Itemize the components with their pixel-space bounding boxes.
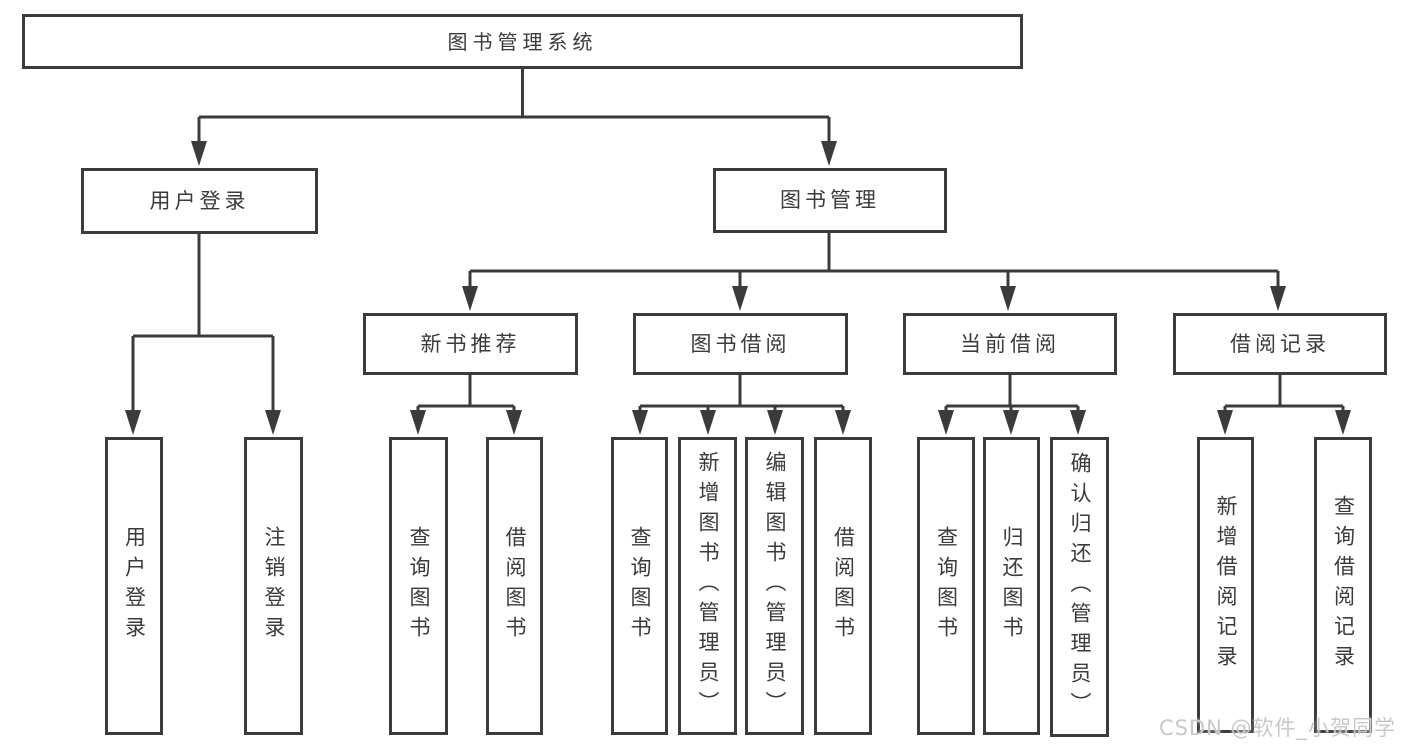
node-user-login: 用户登录 bbox=[81, 168, 318, 234]
leaf-logout: 注销登录 bbox=[244, 437, 303, 735]
leaf-label: 查询借阅记录 bbox=[1331, 495, 1356, 675]
leaf-add-borrow-record: 新增借阅记录 bbox=[1197, 437, 1254, 733]
node-new-book-recommendation: 新书推荐 bbox=[363, 313, 578, 375]
leaf-label: 新增借阅记录 bbox=[1214, 495, 1238, 675]
leaf-label: 借阅图书 bbox=[831, 526, 856, 646]
leaf-label: 确认归还（管理员） bbox=[1068, 452, 1092, 722]
node-label: 借阅记录 bbox=[1230, 331, 1330, 356]
leaf-edit-book-admin: 编辑图书（管理员） bbox=[745, 437, 804, 735]
node-label: 用户登录 bbox=[149, 188, 250, 213]
leaf-label: 编辑图书（管理员） bbox=[763, 451, 787, 721]
node-label: 当前借阅 bbox=[960, 331, 1060, 356]
leaf-label: 查询图书 bbox=[934, 526, 959, 646]
node-label: 图书管理系统 bbox=[447, 29, 598, 54]
leaf-query-books-borrowing: 查询图书 bbox=[611, 437, 668, 735]
leaf-label: 用户登录 bbox=[122, 526, 147, 646]
leaf-confirm-return-admin: 确认归还（管理员） bbox=[1050, 437, 1109, 737]
leaf-add-book-admin: 新增图书（管理员） bbox=[678, 437, 737, 735]
node-label: 新书推荐 bbox=[420, 331, 521, 356]
leaf-query-borrow-record: 查询借阅记录 bbox=[1314, 437, 1372, 733]
node-label: 图书管理 bbox=[780, 188, 880, 212]
csdn-watermark: CSDN @软件_小贺同学 bbox=[1158, 716, 1396, 740]
leaf-user-login: 用户登录 bbox=[105, 437, 163, 735]
node-library-management-system: 图书管理系统 bbox=[22, 14, 1023, 69]
node-borrowing-records: 借阅记录 bbox=[1173, 313, 1387, 375]
node-book-borrowing: 图书借阅 bbox=[633, 313, 848, 375]
leaf-label: 查询图书 bbox=[628, 526, 652, 646]
leaf-query-books-current: 查询图书 bbox=[917, 437, 975, 735]
leaf-label: 查询图书 bbox=[407, 526, 431, 646]
leaf-borrow-books-recommend: 借阅图书 bbox=[486, 437, 543, 735]
node-book-management: 图书管理 bbox=[713, 168, 947, 233]
leaf-label: 借阅图书 bbox=[503, 526, 527, 646]
leaf-label: 注销登录 bbox=[262, 526, 286, 646]
node-current-borrowing: 当前借阅 bbox=[903, 313, 1117, 375]
leaf-return-books: 归还图书 bbox=[983, 437, 1040, 735]
leaf-query-books-recommend: 查询图书 bbox=[389, 437, 448, 735]
node-label: 图书借阅 bbox=[690, 331, 791, 356]
leaf-label: 归还图书 bbox=[1000, 526, 1024, 646]
leaf-label: 新增图书（管理员） bbox=[696, 451, 720, 721]
leaf-borrow-books: 借阅图书 bbox=[814, 437, 872, 735]
